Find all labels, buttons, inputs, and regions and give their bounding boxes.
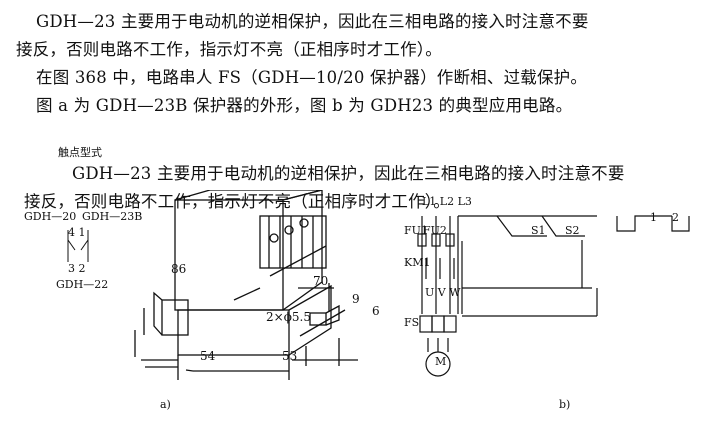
contact-symbols [67, 230, 89, 262]
pins-bottom: 3 2 [68, 262, 86, 275]
label-l123: L1 L2 L3 [422, 195, 472, 208]
label-s2: S2 [565, 224, 580, 237]
dim-70: 70 [313, 274, 329, 288]
label-uvw: U V W [425, 286, 461, 299]
dim-53: 53 [282, 349, 298, 363]
contact-type-title: 触点型式 [58, 146, 102, 159]
paragraph-line-1: GDH—23 主要用于电动机的逆相保护，因此在三相电路的接入时注意不要 [36, 12, 589, 31]
dim-9: 9 [352, 292, 360, 306]
model-gdh22: GDH—22 [56, 278, 109, 291]
paragraph-line-4: 图 a 为 GDH—23B 保护器的外形，图 b 为 GDH23 的典型应用电路… [36, 96, 573, 115]
paragraph-line-2: 接反，否则电路不工作，指示灯不亮（正相序时才工作）。 [16, 40, 442, 59]
label-km1: KM1 [404, 256, 431, 269]
dim-86: 86 [171, 262, 187, 276]
figure-a-caption: a) [160, 398, 171, 411]
label-1: 1 [650, 211, 657, 224]
label-2: 2 [672, 211, 679, 224]
dim-6: 6 [372, 304, 380, 318]
pins-top: 4 1 [68, 226, 86, 239]
figure-b-circuit [417, 215, 690, 377]
overlay-line-1: GDH—23 主要用于电动机的逆相保护，因此在三相电路的接入时注意不要 [72, 164, 625, 183]
label-fu2: FU2 [423, 224, 447, 237]
label-fu1: FU1 [404, 224, 428, 237]
model-gdh23b: GDH—23B [82, 210, 143, 223]
model-gdh20: GDH—20 [24, 210, 77, 223]
label-motor: M [435, 355, 447, 368]
dim-2x55: 2×ϕ5.5 [266, 310, 311, 324]
figure-b-caption: b) [559, 398, 571, 411]
overlay-line-2: 接反，否则电路不工作，指示灯不亮（正相序时才工作）。 [24, 192, 450, 211]
label-fs: FS [404, 316, 420, 329]
paragraph-line-3: 在图 368 中，电路串人 FS（GDH—10/20 保护器）作断相、过载保护。 [36, 68, 588, 87]
dim-54: 54 [200, 349, 216, 363]
figure-a-device-drawing [134, 190, 358, 380]
label-s1: S1 [531, 224, 546, 237]
